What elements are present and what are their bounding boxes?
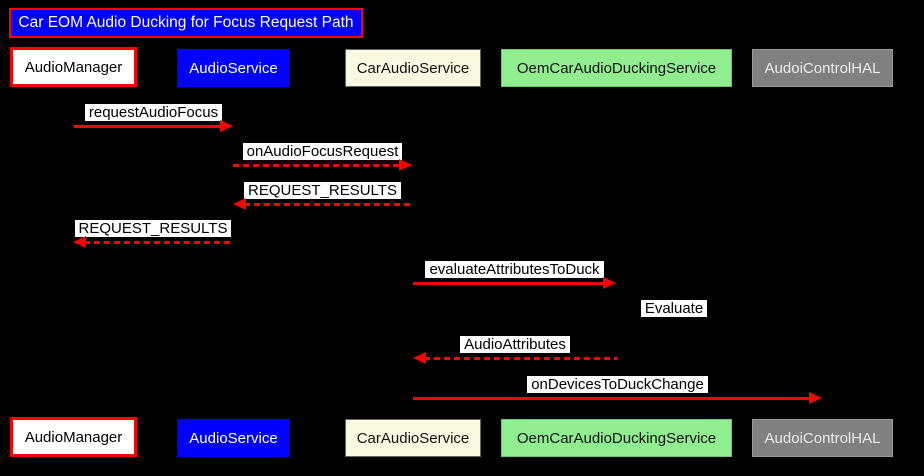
participant-box-audioservice-top: AudioService: [177, 49, 290, 87]
participant-box-audiomanager-top: AudioManager: [10, 47, 137, 87]
arrowhead-right-icon: [220, 120, 233, 132]
arrowhead-left-icon: [413, 352, 426, 364]
participant-box-audoicontrolhal-top: AudoiControlHAL: [752, 49, 893, 87]
arrowhead-left-icon: [73, 236, 86, 248]
participant-box-oemcaraudioduckingservice-top: OemCarAudioDuckingService: [501, 49, 732, 87]
participant-box-audioservice-bottom: AudioService: [177, 419, 290, 457]
lifeline-audoicontrolhal: [822, 87, 823, 417]
message-arrow-requestaudiofocus: requestAudioFocus: [74, 104, 233, 132]
message-arrow-request-results-2: REQUEST_RESULTS: [73, 220, 233, 248]
arrowhead-right-icon: [603, 277, 616, 289]
lifeline-audiomanager: [73, 87, 74, 417]
message-label: onAudioFocusRequest: [242, 143, 403, 160]
arrowhead-left-icon: [233, 198, 246, 210]
message-label: requestAudioFocus: [84, 104, 223, 121]
message-label: REQUEST_RESULTS: [74, 220, 232, 237]
lifeline-audioservice: [233, 87, 234, 417]
participant-box-caraudioservice-bottom: CarAudioService: [345, 419, 481, 457]
message-label: REQUEST_RESULTS: [244, 182, 401, 199]
message-arrow-request-results-1: REQUEST_RESULTS: [233, 182, 412, 210]
message-label: evaluateAttributesToDuck: [425, 261, 604, 278]
message-label: AudioAttributes: [460, 336, 570, 353]
message-label: onDevicesToDuckChange: [527, 376, 708, 393]
arrowhead-right-icon: [399, 159, 412, 171]
message-arrow-audioattributes: AudioAttributes: [413, 336, 617, 364]
message-arrow-evaluateattributestoduck: evaluateAttributesToDuck: [413, 261, 616, 289]
arrow-line: [413, 397, 811, 400]
lifeline-caraudioservice: [413, 87, 414, 417]
message-arrow-ondevicestoduckchange: onDevicesToDuckChange: [413, 376, 822, 404]
participant-box-audoicontrolhal-bottom: AudoiControlHAL: [752, 419, 893, 457]
message-arrow-onaudiofocusrequest: onAudioFocusRequest: [233, 143, 412, 171]
message-label: Evaluate: [640, 300, 708, 317]
arrow-line: [244, 203, 412, 206]
diagram-title: Car EOM Audio Ducking for Focus Request …: [9, 8, 363, 38]
arrow-line: [233, 164, 401, 167]
arrowhead-right-icon: [809, 392, 822, 404]
participant-box-audiomanager-bottom: AudioManager: [10, 417, 137, 457]
arrow-line: [84, 241, 233, 244]
lifeline-oemcaraudioduckingservice: [616, 87, 617, 417]
participant-box-caraudioservice-top: CarAudioService: [345, 49, 481, 87]
arrow-line: [413, 282, 605, 285]
arrow-line: [74, 125, 222, 128]
message-self-evaluate: Evaluate: [624, 300, 724, 324]
arrow-line: [424, 357, 617, 360]
participant-box-oemcaraudioduckingservice-bottom: OemCarAudioDuckingService: [501, 419, 732, 457]
